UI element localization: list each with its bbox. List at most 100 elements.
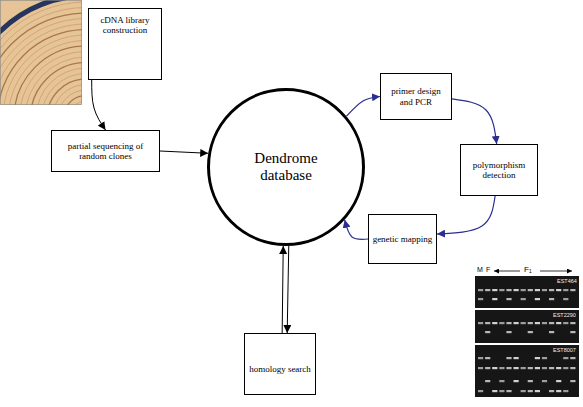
gel-band	[556, 367, 561, 369]
gel-band	[506, 289, 511, 291]
node-text: genetic mapping	[369, 234, 436, 244]
gel-band	[499, 380, 504, 382]
gel-band	[485, 331, 490, 333]
gel-band	[535, 322, 540, 324]
wood-disc	[0, 0, 82, 105]
gel-band	[478, 322, 483, 324]
gel-band	[478, 357, 483, 359]
gel-band	[499, 289, 504, 291]
gel-band	[556, 380, 561, 382]
tree-ring	[0, 13, 82, 105]
gel-band	[570, 289, 575, 291]
gel-band	[499, 367, 504, 369]
gel-band	[570, 367, 575, 369]
flow-arrow	[92, 80, 106, 130]
gel-band	[528, 289, 533, 291]
gel-band	[549, 322, 554, 324]
tree-ring	[0, 2, 82, 105]
gel-band	[485, 380, 490, 382]
gel-band	[542, 322, 547, 324]
process-box: partial sequencing of random clones	[51, 130, 160, 172]
gel-band	[521, 390, 526, 392]
lane-label: F	[486, 266, 490, 273]
photo-frame	[1, 1, 82, 105]
tree-ring	[47, 79, 82, 105]
tree-ring	[58, 90, 82, 105]
gel-band	[528, 331, 533, 333]
tree-ring	[0, 24, 82, 105]
gel-band	[570, 322, 575, 324]
process-box: genetic mapping	[368, 214, 437, 264]
gel-band	[535, 390, 540, 392]
gel-band	[563, 367, 568, 369]
gel-band	[563, 289, 568, 291]
marker-label: EST2290	[553, 313, 576, 319]
gel-band	[556, 390, 561, 392]
tree-ring	[20, 52, 83, 106]
gel-panel	[475, 310, 579, 343]
gel-band	[485, 367, 490, 369]
tree-ring	[64, 96, 83, 106]
gel-band	[528, 390, 533, 392]
tree-ring	[0, 19, 82, 106]
wood-photo	[0, 0, 82, 105]
gel-band	[478, 298, 483, 300]
database-circle: Dendrome database	[207, 88, 365, 246]
flow-arrow	[437, 196, 495, 234]
node-text: polymorphism detection	[461, 160, 537, 181]
gel-band	[549, 367, 554, 369]
gel-band	[478, 289, 483, 291]
gel-band	[514, 357, 519, 359]
gel-band	[485, 322, 490, 324]
gel-band	[535, 289, 540, 291]
tree-ring	[31, 63, 83, 106]
gel-band	[514, 367, 519, 369]
tree-ring	[36, 68, 82, 105]
lane-arrow	[540, 271, 572, 272]
gel-band	[492, 298, 497, 300]
tree-ring	[3, 35, 82, 105]
gel-band	[514, 289, 519, 291]
gel-band	[514, 380, 519, 382]
gel-band	[478, 390, 483, 392]
lane-arrow	[494, 271, 520, 272]
gel-band	[506, 390, 511, 392]
gel-band	[542, 380, 547, 382]
tree-ring	[9, 41, 83, 106]
gel-band	[542, 357, 547, 359]
gel-band	[535, 298, 540, 300]
flow-arrow	[347, 97, 380, 117]
gel-panel	[475, 345, 579, 397]
gel-band	[492, 367, 497, 369]
gel-band	[492, 289, 497, 291]
gel-band	[563, 357, 568, 359]
gel-band	[556, 289, 561, 291]
gel-band	[521, 298, 526, 300]
marker-label: EST8007	[553, 348, 576, 354]
gel-band	[506, 331, 511, 333]
lane-label: F₁	[524, 266, 532, 274]
tree-ring	[53, 85, 83, 106]
gel-band	[528, 380, 533, 382]
gel-band	[506, 357, 511, 359]
gel-band	[506, 322, 511, 324]
flow-arrow	[160, 151, 208, 153]
gel-band	[542, 289, 547, 291]
gel-band	[549, 331, 554, 333]
node-text: partial sequencing of random clones	[52, 141, 159, 162]
gel-band	[521, 289, 526, 291]
gel-band	[506, 367, 511, 369]
gel-band	[563, 390, 568, 392]
gel-band	[521, 322, 526, 324]
gel-band	[514, 322, 519, 324]
process-box: cDNA library construction	[88, 8, 162, 80]
process-box: homology search	[244, 333, 316, 395]
gel-band	[478, 367, 483, 369]
process-box: polymorphism detection	[460, 144, 538, 196]
lane-label: M	[477, 266, 483, 273]
gel-band	[535, 367, 540, 369]
node-text: homology search	[245, 364, 315, 374]
